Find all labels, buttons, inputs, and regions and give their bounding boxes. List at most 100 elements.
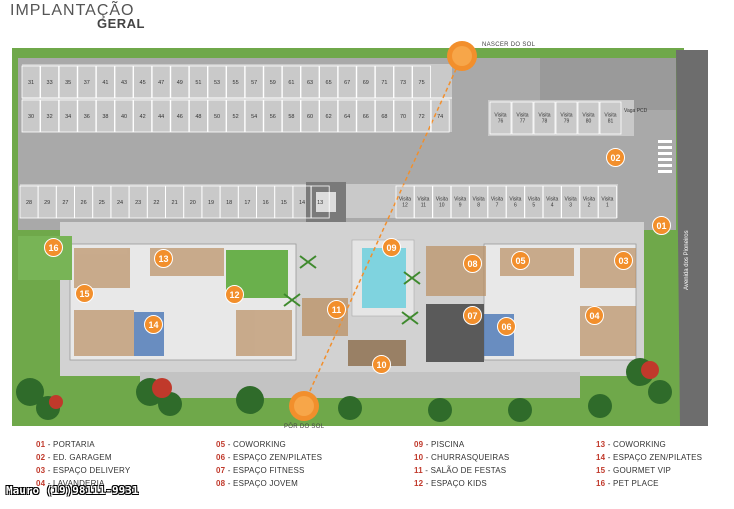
parking-stall-label: 69	[363, 80, 369, 86]
legend-item: 06 - ESPAÇO ZEN/PILATES	[216, 453, 323, 462]
parking-stall	[561, 185, 580, 219]
parking-stall-label: 76	[498, 119, 504, 125]
parking-stall-label: 61	[288, 80, 294, 86]
parking-stall-label: 42	[140, 114, 146, 120]
legend-item: 02 - ED. GARAGEM	[36, 453, 112, 462]
parking-stall-label: 3	[569, 203, 572, 209]
parking-stall-label: 4	[551, 203, 554, 209]
parking-stall	[337, 99, 357, 133]
parking-stall-label: 58	[288, 114, 294, 120]
parking-stall	[244, 99, 264, 133]
parking-stall-label: Visita	[399, 197, 411, 203]
parking-stall	[114, 99, 134, 133]
parking-stall-label: 34	[65, 114, 71, 120]
parking-stall-label: 14	[299, 200, 305, 206]
parking-stall	[58, 99, 78, 133]
parking-stall-label: 32	[47, 114, 53, 120]
parking-stall-label: 10	[439, 203, 445, 209]
parking-stall	[356, 65, 376, 99]
parking-stall-label: Visita	[528, 197, 540, 203]
parking-stall-label: 72	[419, 114, 425, 120]
parking-stall	[598, 185, 617, 219]
spot-03: 03	[614, 251, 633, 270]
parking-stall	[430, 99, 450, 133]
parking-stall	[244, 65, 264, 99]
parking-stall-label: Visita	[494, 113, 506, 119]
parking-stall	[524, 185, 544, 219]
south-walkway	[140, 372, 580, 398]
parking-stall-label: 29	[44, 200, 50, 206]
crosswalk	[658, 140, 672, 173]
legend-item: 15 - GOURMET VIP	[596, 466, 672, 475]
parking-stall-label: 46	[177, 114, 183, 120]
parking-stall-label: 67	[344, 80, 350, 86]
parking-stall	[96, 65, 115, 99]
parking-stall-label: 44	[158, 114, 164, 120]
parking-stall	[114, 65, 134, 99]
parking-stall-label: 53	[214, 80, 220, 86]
parking-stall	[577, 101, 600, 135]
parking-stall-label: 37	[84, 80, 90, 86]
parking-stall-label: 7	[496, 203, 499, 209]
parking-stall-label: Visita	[509, 197, 521, 203]
parking-stall-label: 41	[102, 80, 108, 86]
parking-stall-label: 17	[244, 200, 250, 206]
parking-stall	[374, 65, 394, 99]
parking-stall-label: 9	[459, 203, 462, 209]
spot-11: 11	[327, 300, 346, 319]
parking-stall-label: 23	[135, 200, 141, 206]
parking-visita-bottom: Visita12Visita11Visita10Visita9Visita8Vi…	[395, 185, 617, 219]
parking-stall-label: 40	[121, 114, 127, 120]
parking-stall-label: 12	[402, 203, 408, 209]
parking-stall-label: 62	[326, 114, 332, 120]
parking-stall-label: 18	[226, 200, 232, 206]
legend-col-1: 01 - PORTARIA 02 - ED. GARAGEM 03 - ESPA…	[36, 438, 130, 490]
parking-stall	[319, 99, 339, 133]
spot-16: 16	[44, 238, 63, 257]
legend-item: 16 - PET PLACE	[596, 479, 659, 488]
legend-item: 09 - PISCINA	[414, 440, 465, 449]
parking-stall-label: Visita	[560, 113, 572, 119]
parking-stall	[21, 99, 41, 133]
parking-stall	[300, 99, 320, 133]
parking-stall-label: 20	[190, 200, 196, 206]
parking-stall-label: 49	[177, 80, 183, 86]
parking-stall-label: 30	[28, 114, 34, 120]
parking-stall-label: 2	[588, 203, 591, 209]
parking-stall-label: 28	[26, 200, 32, 206]
legend-col-4: 13 - COWORKING 14 - ESPAÇO ZEN/PILATES 1…	[596, 438, 702, 490]
parking-pcd: Vaga PCD	[624, 108, 648, 114]
spot-07: 07	[463, 306, 482, 325]
parking-stall	[263, 99, 283, 133]
parking-stall-label: 35	[65, 80, 71, 86]
parking-stall-label: 45	[140, 80, 146, 86]
parking-stall	[263, 65, 283, 99]
parking-stall-label: 52	[233, 114, 239, 120]
spot-02: 02	[606, 148, 625, 167]
parking-stall-label: Visita	[516, 113, 528, 119]
spot-04: 04	[585, 306, 604, 325]
parking-stall	[533, 101, 556, 135]
flowering-trees	[49, 361, 659, 409]
parking-stall-label: Visita	[491, 197, 503, 203]
parking-stall-label: 70	[400, 114, 406, 120]
parking-stall	[337, 65, 357, 99]
parking-stall	[207, 65, 227, 99]
watermark: Mauro (19)98111-9931	[6, 484, 139, 497]
parking-stall	[599, 101, 622, 135]
avenue-road	[676, 50, 708, 426]
legend-col-2: 05 - COWORKING 06 - ESPAÇO ZEN/PILATES 0…	[216, 438, 322, 490]
spot-15: 15	[75, 284, 94, 303]
parking-stall-label: 50	[214, 114, 220, 120]
sunrise-label: NASCER DO SOL	[482, 42, 536, 48]
parking-stall	[77, 99, 97, 133]
palms	[283, 255, 421, 325]
sun-path	[303, 55, 463, 405]
parking-stall	[393, 65, 413, 99]
parking-stall	[207, 99, 227, 133]
parking-stall-label: 11	[421, 203, 426, 209]
legend-item: 13 - COWORKING	[596, 440, 666, 449]
parking-stall-label: 81	[608, 119, 614, 125]
